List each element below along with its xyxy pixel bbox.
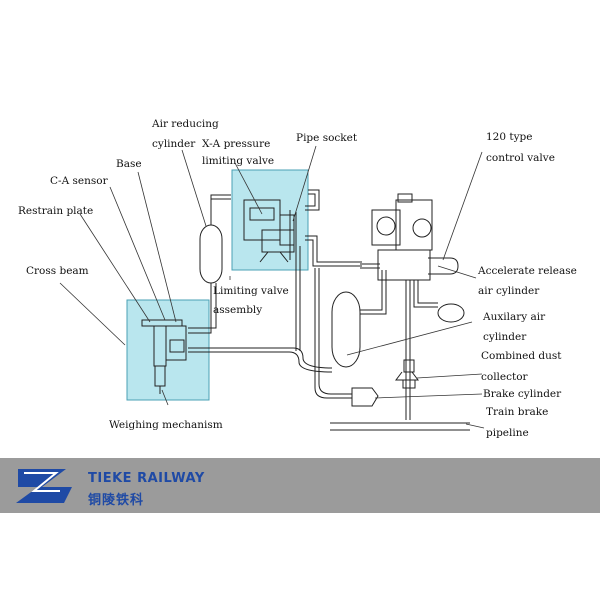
label-pipe-socket: Pipe socket: [296, 132, 358, 144]
label-brake-cylinder: Brake cylinder: [483, 388, 562, 400]
label-air-reducing-line1: Air reducing: [152, 118, 219, 130]
label-combined-dust-line2: collector: [481, 371, 528, 383]
label-auxiliary-air-line2: cylinder: [483, 331, 527, 343]
xa-pressure-limiting-valve: [243, 199, 297, 263]
label-xa-pressure-line2: limiting valve: [202, 155, 275, 167]
label-120-type-line2: control valve: [486, 152, 555, 164]
label-weighing-mechanism: Weighing mechanism: [109, 419, 223, 431]
label-train-brake-line1: Train brake: [486, 406, 549, 418]
label-limiting-valve-line1: Limiting valve: [213, 285, 289, 297]
brake-cylinder: [351, 387, 379, 407]
control-valve-120: [371, 193, 459, 281]
air-reducing-cylinder: [199, 224, 223, 284]
label-ca-sensor: C-A sensor: [50, 175, 108, 187]
tieke-logo-icon: [16, 469, 72, 503]
label-cross-beam: Cross beam: [26, 265, 89, 277]
label-xa-pressure-line1: X-A pressure: [202, 138, 271, 150]
weighing-mechanism: [141, 319, 187, 394]
accelerate-release-cylinder: [437, 303, 465, 323]
label-combined-dust-line1: Combined dust: [481, 350, 562, 362]
label-120-type-line1: 120 type: [486, 131, 533, 143]
train-brake-pipeline: [330, 422, 470, 431]
label-accelerate-release-line2: air cylinder: [478, 285, 540, 297]
label-train-brake-line2: pipeline: [486, 427, 529, 439]
label-auxiliary-air-line1: Auxilary air: [483, 311, 546, 323]
brand-name-cn: 铜陵铁科: [88, 493, 145, 508]
label-air-reducing-line2: cylinder: [152, 138, 196, 150]
brand-name-en: TIEKE RAILWAY: [88, 471, 205, 486]
combined-dust-collector: [395, 359, 419, 389]
auxiliary-air-cylinder: [331, 291, 361, 368]
weighing-mechanism-highlight: [126, 299, 210, 401]
label-base: Base: [116, 158, 142, 170]
label-limiting-valve-line2: assembly: [213, 304, 263, 316]
label-restrain-plate: Restrain plate: [18, 205, 94, 217]
brand-banner: [0, 458, 600, 513]
label-accelerate-release-line1: Accelerate release: [478, 265, 577, 277]
